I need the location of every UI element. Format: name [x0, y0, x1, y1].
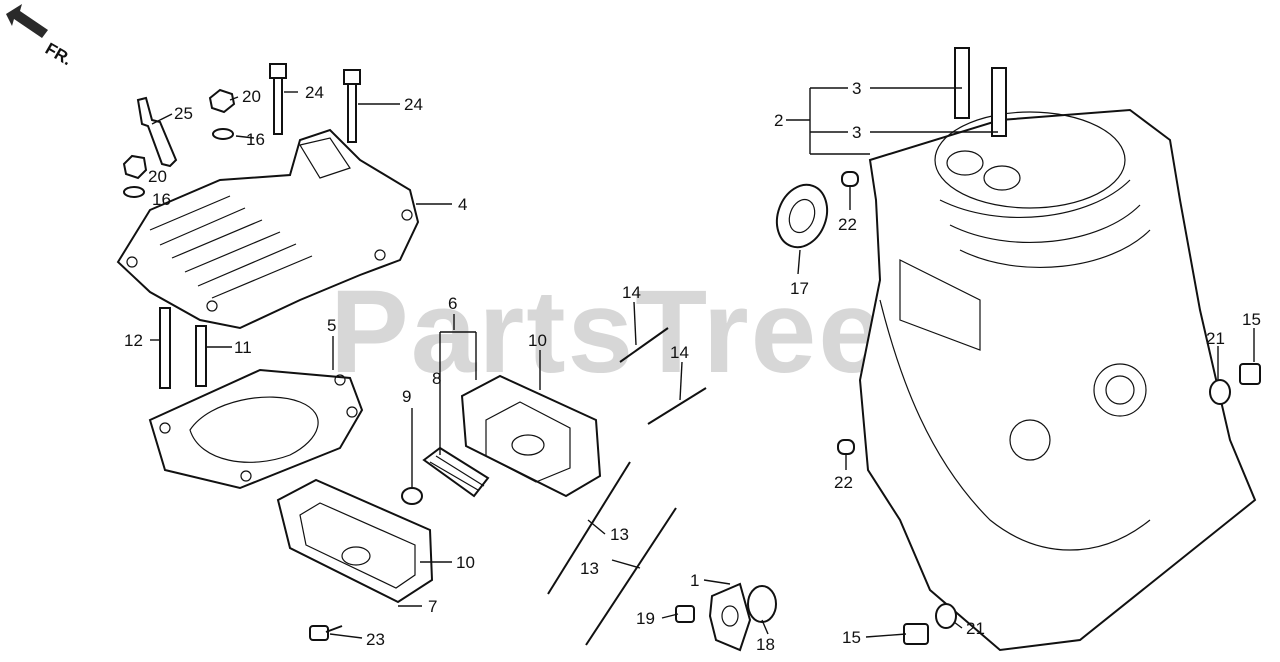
callout-22: 22 — [834, 473, 853, 492]
callout-24: 24 — [305, 83, 324, 102]
oil-seal — [775, 183, 829, 249]
callout-15: 15 — [1242, 310, 1261, 329]
spark-plug — [136, 96, 178, 168]
front-label: FR. — [42, 39, 75, 69]
long-studs — [547, 461, 677, 646]
callout-6: 6 — [448, 294, 457, 313]
callout-12: 12 — [124, 331, 143, 350]
callout-20: 20 — [242, 87, 261, 106]
callout-2: 2 — [774, 111, 783, 130]
callout-21: 21 — [1206, 329, 1225, 348]
callout-20: 20 — [148, 167, 167, 186]
callout-23: 23 — [366, 630, 385, 649]
callout-17: 17 — [790, 279, 809, 298]
callout-9: 9 — [402, 387, 411, 406]
callout-14: 14 — [670, 343, 689, 362]
breather-cover — [460, 374, 602, 498]
callout-5: 5 — [327, 316, 336, 335]
callout-13: 13 — [610, 525, 629, 544]
callout-13: 13 — [580, 559, 599, 578]
breather-element — [422, 446, 490, 498]
callout-14: 14 — [622, 283, 641, 302]
leader-lines — [150, 87, 1255, 639]
callout-10: 10 — [528, 331, 547, 350]
drain-bolts-washers — [903, 363, 1261, 645]
side-cover-plate — [276, 478, 434, 604]
callout-24: 24 — [404, 95, 423, 114]
watermark: PartsTree — [330, 266, 886, 398]
short-studs — [619, 327, 707, 425]
cylinder-block — [858, 108, 1257, 652]
callout-1: 1 — [690, 571, 699, 590]
callout-25: 25 — [174, 104, 193, 123]
callout-11: 11 — [234, 338, 252, 357]
studs — [159, 307, 207, 389]
callout-3: 3 — [852, 123, 861, 142]
callout-22: 22 — [838, 215, 857, 234]
callout-16: 16 — [152, 190, 171, 209]
nuts-washers — [122, 88, 236, 198]
side-bolt — [309, 625, 343, 641]
head-gasket — [148, 368, 364, 490]
head-bolts — [269, 63, 361, 143]
sleeve-pins — [954, 47, 1007, 137]
callout-10: 10 — [456, 553, 475, 572]
callout-8: 8 — [432, 369, 441, 388]
callout-16: 16 — [246, 130, 265, 149]
callout-4: 4 — [458, 195, 467, 214]
collar — [401, 487, 423, 505]
callouts: 25 20 20 16 16 24 24 4 12 11 5 6 8 9 10 … — [124, 79, 1261, 654]
callout-21: 21 — [966, 619, 985, 638]
callout-19: 19 — [636, 609, 655, 628]
front-arrow-icon — [6, 4, 48, 38]
governor-plate — [675, 582, 777, 652]
cylinder-head — [116, 128, 420, 330]
callout-15: 15 — [842, 628, 861, 647]
callout-7: 7 — [428, 597, 437, 616]
callout-18: 18 — [756, 635, 775, 654]
callout-3: 3 — [852, 79, 861, 98]
